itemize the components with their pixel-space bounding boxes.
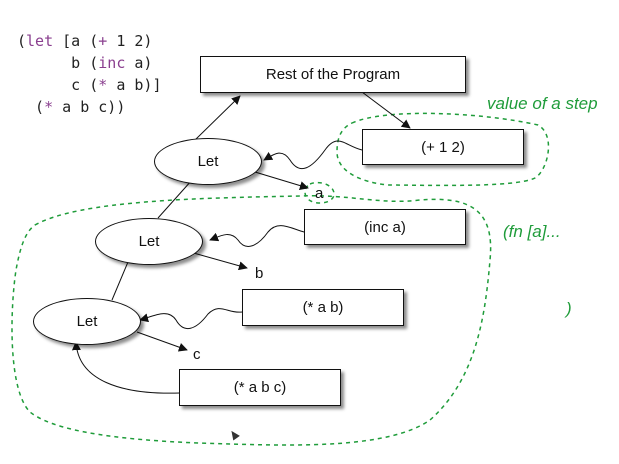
let-node-3: Let — [33, 298, 141, 345]
code-keyword: + — [98, 32, 108, 50]
a-label-outline — [304, 181, 335, 204]
code-text: a) — [125, 54, 153, 72]
step-plus-label: (+ 1 2) — [421, 138, 465, 156]
edge-let1-to-a — [254, 171, 309, 190]
code-line: (* a b c)) — [17, 96, 162, 118]
edge-let2-to-let1 — [157, 179, 193, 219]
code-text: ( — [17, 98, 45, 116]
step-inc-label: (inc a) — [364, 218, 406, 236]
step-plus-box: (+ 1 2) — [362, 129, 524, 165]
let-node-1-label: Let — [197, 153, 219, 170]
fn-close-note: ) — [566, 299, 572, 318]
code-text: [a ( — [53, 32, 99, 50]
step-mul-abc-label: (* a b c) — [233, 379, 287, 396]
rest-of-program-label: Rest of the Program — [265, 66, 401, 83]
code-keyword: * — [44, 98, 54, 116]
step-mul-ab-label: (* a b) — [302, 299, 344, 316]
let-node-1: Let — [154, 138, 262, 185]
binding-a: a — [315, 185, 324, 202]
code-text: c ( — [17, 76, 99, 94]
step-inc-box: (inc a) — [304, 209, 466, 245]
code-line: b (inc a) — [17, 52, 162, 74]
curve-mulabc-to-let3 — [71, 341, 181, 394]
edge-let3-to-let2 — [111, 261, 129, 301]
rest-of-program-box: Rest of the Program — [200, 56, 466, 93]
let-node-2-label: Let — [138, 233, 160, 250]
binding-b: b — [255, 265, 264, 282]
code-text: a b)] — [107, 76, 162, 94]
let-node-2: Let — [95, 218, 203, 265]
wave-plus-to-let1 — [263, 140, 363, 170]
fn-group-outline — [11, 195, 492, 446]
fn-open-note: (fn [a]... — [503, 222, 561, 241]
code-line: (let [a (+ 1 2) — [17, 30, 162, 52]
step-mul-abc-box: (* a b c) — [179, 369, 341, 406]
edge-rest-to-plus — [361, 91, 411, 129]
code-text: 1 2) — [107, 32, 153, 50]
edge-let2-to-b — [189, 251, 248, 271]
value-of-step-note: value of a step — [487, 94, 598, 113]
code-text: b ( — [17, 54, 99, 72]
wave-mulab-to-let3 — [139, 308, 243, 329]
code-keyword: inc — [98, 54, 126, 72]
binding-c: c — [193, 346, 201, 363]
code-snippet: (let [a (+ 1 2) b (inc a) c (* a b)] (* … — [17, 30, 162, 118]
code-text: a b c)) — [53, 98, 126, 116]
edge-let3-to-c — [136, 331, 188, 352]
edge-let1-to-rest — [194, 95, 241, 141]
code-text: ( — [17, 32, 27, 50]
wave-inc-to-let2 — [209, 225, 305, 247]
step-mul-ab-box: (* a b) — [242, 289, 404, 326]
code-line: c (* a b)] — [17, 74, 162, 96]
let-node-3-label: Let — [76, 313, 98, 330]
code-keyword: * — [98, 76, 108, 94]
code-keyword: let — [26, 32, 54, 50]
step-group-outline — [336, 112, 550, 187]
